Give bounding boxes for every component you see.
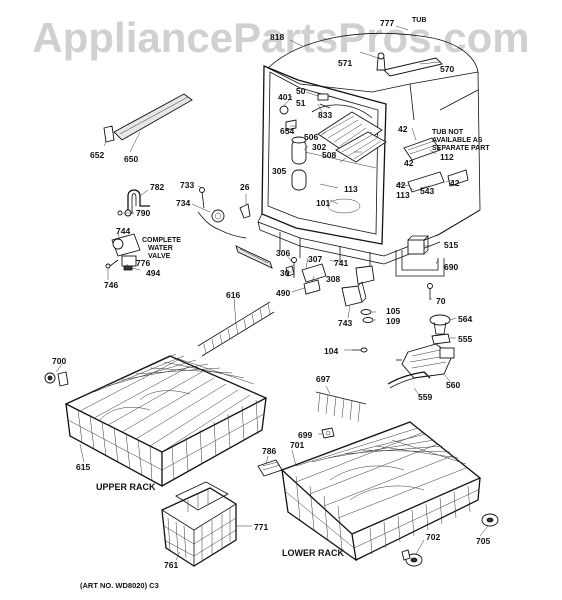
tub-note-line-2: AVAILABLE AS	[432, 137, 483, 144]
part-305: 305	[272, 166, 286, 176]
tub-note-line-1: TUB NOT	[432, 129, 464, 136]
part-746: 746	[104, 280, 118, 290]
part-652: 652	[90, 150, 104, 160]
lower-rack-label: LOWER RACK	[282, 548, 344, 558]
valve-note-line-3: VALVE	[148, 253, 171, 260]
part-790: 790	[136, 208, 150, 218]
tub-label: TUB	[412, 17, 426, 24]
part-51: 51	[296, 98, 306, 108]
part-741: 741	[334, 258, 348, 268]
part-302: 302	[312, 142, 326, 152]
leader-lines	[55, 25, 489, 561]
part-654: 654	[280, 126, 294, 136]
part-761: 761	[164, 560, 178, 570]
part-numbers: 818 777 TUB 571 570 50 51 401 833 654 50…	[52, 17, 490, 570]
upper-rack-label: UPPER RACK	[96, 482, 156, 492]
watermark: AppliancePartsPros.com	[32, 14, 530, 61]
part-777: 777	[380, 18, 394, 28]
art-number: (ART NO. WD8020) C3	[80, 581, 159, 590]
part-30: 30	[280, 268, 290, 278]
lower-rack	[280, 421, 482, 562]
part-699: 699	[298, 430, 312, 440]
part-744: 744	[116, 226, 130, 236]
part-782: 782	[150, 182, 164, 192]
part-833: 833	[318, 110, 332, 120]
part-26: 26	[240, 182, 250, 192]
part-515: 515	[444, 240, 458, 250]
part-42-d: 42	[450, 178, 460, 188]
part-776: 776	[136, 258, 150, 268]
part-101: 101	[316, 198, 330, 208]
misc-small-parts	[341, 281, 433, 323]
part-42-a: 42	[398, 124, 408, 134]
part-490: 490	[276, 288, 290, 298]
part-508: 508	[322, 150, 336, 160]
part-401: 401	[278, 92, 292, 102]
part-733: 733	[180, 180, 194, 190]
part-42-c: 42	[396, 180, 406, 190]
part-616: 616	[226, 290, 240, 300]
part-42-b: 42	[404, 158, 414, 168]
part-697: 697	[316, 374, 330, 384]
part-506: 506	[304, 132, 318, 142]
part-559: 559	[418, 392, 432, 402]
silverware-basket	[161, 481, 237, 567]
part-113-a: 113	[344, 184, 358, 194]
upper-rack	[64, 353, 268, 488]
part-771: 771	[254, 522, 268, 532]
part-743: 743	[338, 318, 352, 328]
part-50: 50	[296, 86, 306, 96]
part-702: 702	[426, 532, 440, 542]
part-543: 543	[420, 186, 434, 196]
part-701: 701	[290, 440, 304, 450]
part-705: 705	[476, 536, 490, 546]
tine-row-697	[315, 391, 367, 423]
valve-note-line-2: WATER	[148, 245, 173, 252]
part-564: 564	[458, 314, 472, 324]
part-105: 105	[386, 306, 400, 316]
valve-note-line-1: COMPLETE	[142, 237, 181, 244]
part-570: 570	[440, 64, 454, 74]
part-650: 650	[124, 154, 138, 164]
tub-note-line-3: SEPARATE PART	[432, 145, 490, 152]
part-306: 306	[276, 248, 290, 258]
rack-wheels	[401, 513, 499, 567]
part-307: 307	[308, 254, 322, 264]
part-113-b: 113	[396, 190, 410, 200]
part-555: 555	[458, 334, 472, 344]
water-valve	[105, 233, 141, 271]
hinge-parts	[235, 245, 375, 295]
part-494: 494	[146, 268, 160, 278]
wire-parts	[197, 187, 251, 239]
part-734: 734	[176, 198, 190, 208]
part-615: 615	[76, 462, 90, 472]
part-308: 308	[326, 274, 340, 284]
part-112: 112	[440, 152, 454, 162]
basket-786	[257, 459, 283, 477]
part-690: 690	[444, 262, 458, 272]
tine-row-616	[197, 301, 275, 357]
fill-parts	[429, 314, 451, 345]
part-70: 70	[436, 296, 446, 306]
part-700: 700	[52, 356, 66, 366]
part-560: 560	[446, 380, 460, 390]
gasket-parts	[103, 93, 193, 143]
part-571: 571	[338, 58, 352, 68]
part-109: 109	[386, 316, 400, 326]
part-786: 786	[262, 446, 276, 456]
rack-wheel-700	[44, 371, 69, 387]
part-104: 104	[324, 346, 338, 356]
tub-assembly	[257, 32, 481, 277]
part-818: 818	[270, 32, 284, 42]
